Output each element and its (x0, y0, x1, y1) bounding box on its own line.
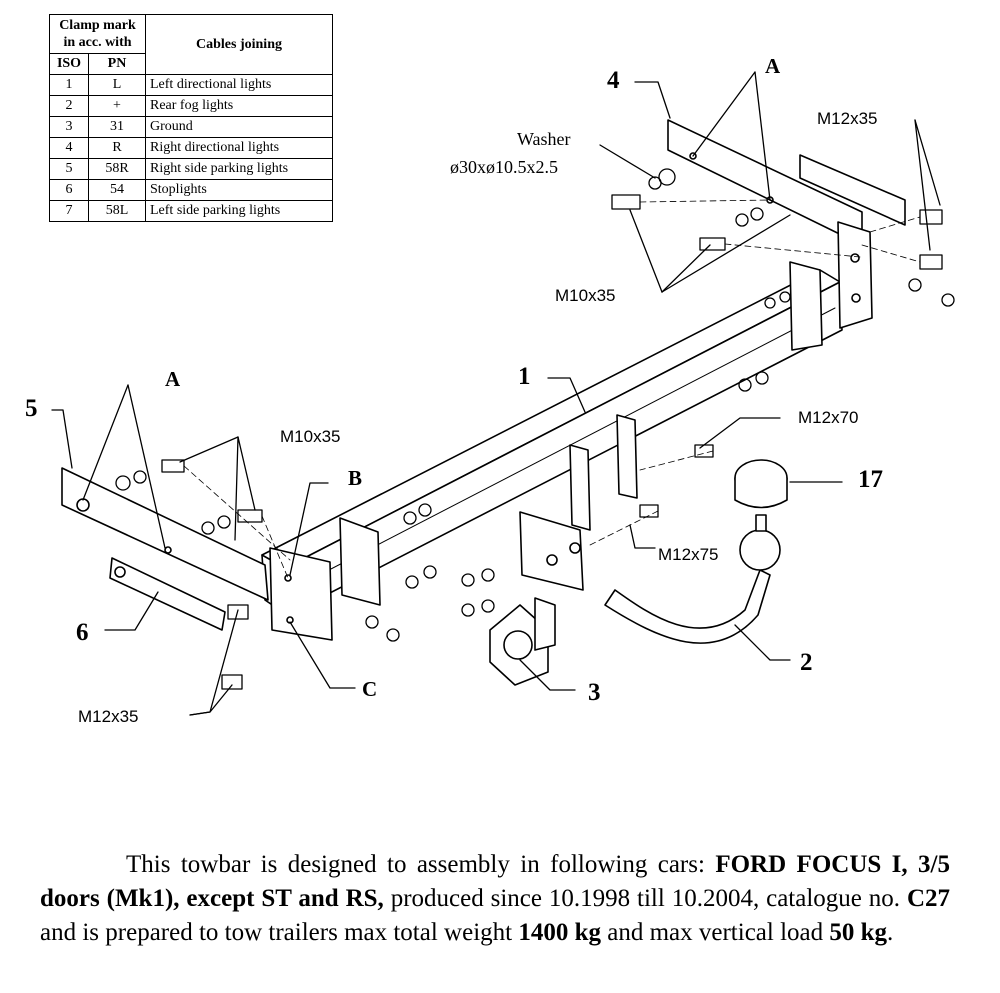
socket-plate-part-3 (489, 597, 556, 686)
label-m12x75: M12x75 (658, 545, 719, 564)
desc-text-2: produced since 10.1998 till 10.2004, cat… (383, 885, 907, 912)
label-part-6: 6 (76, 619, 89, 646)
desc-max-load: 50 kg (829, 919, 888, 946)
label-a-top: A (765, 54, 781, 78)
table-header-cables: Cables joining (145, 14, 333, 75)
cell-desc: Right directional lights (145, 137, 333, 159)
ball-hook-part-2 (604, 459, 788, 644)
right-bracket-part-4 (667, 119, 906, 351)
label-m10x35-left: M10x35 (280, 427, 341, 446)
leader-lines (51, 71, 941, 716)
cell-pn: 58L (88, 200, 146, 222)
desc-text-5: . (887, 919, 894, 946)
axis-lines (183, 199, 921, 579)
label-m12x35-left: M12x35 (78, 707, 139, 726)
cell-desc: Left side parking lights (145, 200, 333, 222)
desc-text-3: and is prepared to tow trailers max tota… (40, 919, 519, 946)
cable-table: Clamp mark in acc. with Cables joining I… (49, 14, 333, 222)
label-part-17: 17 (858, 466, 883, 493)
cell-desc: Stoplights (145, 179, 333, 201)
description-paragraph: This towbar is designed to assembly in f… (40, 848, 950, 950)
desc-text-4: and max vertical load (601, 919, 830, 946)
label-washer: Washer (517, 129, 571, 149)
label-part-1: 1 (518, 363, 531, 390)
label-m12x35-top: M12x35 (817, 109, 878, 128)
label-m12x70: M12x70 (798, 408, 859, 427)
table-header-iso: ISO (49, 53, 89, 75)
label-part-4: 4 (607, 67, 620, 94)
table-header-pn: PN (88, 53, 146, 75)
table-row: 2+Rear fog lights (49, 95, 333, 117)
plate-part-6 (109, 557, 226, 631)
label-a-left: A (165, 367, 181, 391)
desc-model: FORD FOCUS I, 3/5 doors (Mk1), except ST… (40, 851, 950, 912)
label-part-2: 2 (800, 649, 813, 676)
desc-text-1: This towbar is designed to assembly in f… (126, 851, 716, 878)
label-part-5: 5 (25, 395, 38, 422)
label-washer-size: ø30xø10.5x2.5 (450, 157, 558, 177)
label-b: B (348, 466, 363, 490)
label-m10x35-top: M10x35 (555, 286, 616, 305)
desc-max-weight: 1400 kg (518, 919, 601, 946)
label-part-3: 3 (588, 679, 601, 706)
label-c: C (362, 677, 378, 701)
header-inacc-text: in acc. with (63, 35, 132, 50)
ball-mount-bracket (519, 414, 638, 591)
cell-desc: Right side parking lights (145, 158, 333, 180)
desc-catalogue: C27 (906, 885, 950, 912)
header-clamp-text: Clamp mark (59, 18, 136, 33)
left-bracket-part-5 (61, 467, 381, 641)
cell-desc: Rear fog lights (145, 95, 333, 117)
table-header-clamp: Clamp mark in acc. with (49, 14, 146, 54)
